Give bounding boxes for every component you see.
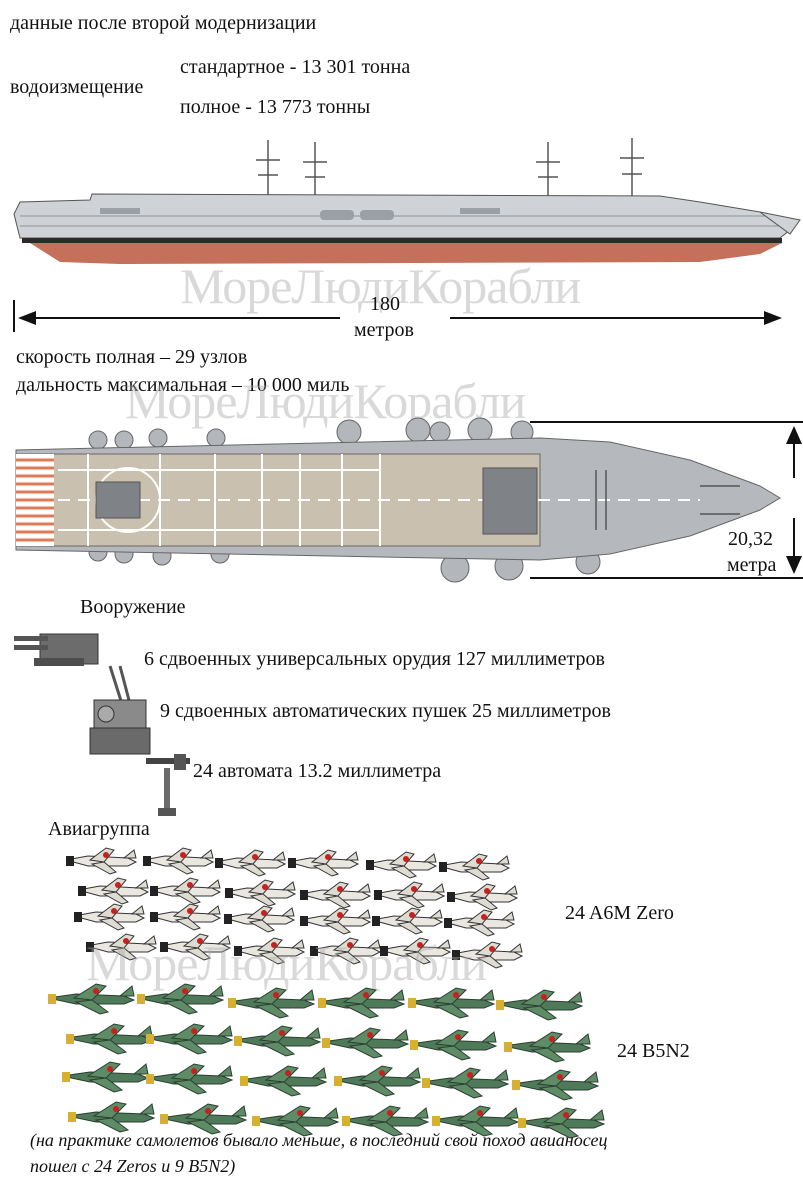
bombers-count: 24 B5N2 bbox=[617, 1040, 690, 1062]
length-arrow bbox=[13, 300, 782, 332]
airgroup-heading: Авиагруппа bbox=[48, 818, 150, 840]
beam-unit: метра bbox=[727, 554, 777, 576]
twin-25mm-aa-gun-icon bbox=[89, 665, 151, 755]
twin-127mm-gun-icon bbox=[14, 633, 99, 666]
displacement-full: полное - 13 773 тонны bbox=[180, 96, 371, 118]
zero-fighters-group bbox=[65, 847, 523, 969]
displacement-standard: стандартное - 13 301 тонна bbox=[180, 56, 411, 78]
length-value: 180 bbox=[370, 293, 400, 315]
b5n2-torpedo-bombers-group bbox=[47, 983, 605, 1139]
fighters-count: 24 A6M Zero bbox=[565, 902, 674, 924]
13mm-machine-gun-icon bbox=[146, 754, 190, 816]
armament-item-3: 24 автомата 13.2 миллиметра bbox=[193, 760, 442, 782]
armament-heading: Вооружение bbox=[80, 596, 186, 618]
airgroup-note-line2: пошел с 24 Zeros и 9 B5N2) bbox=[30, 1156, 236, 1176]
carrier-deck-plan bbox=[15, 417, 781, 583]
range-text: дальность максимальная – 10 000 миль bbox=[16, 374, 350, 396]
beam-value: 20,32 bbox=[728, 528, 773, 550]
armament-item-1: 6 сдвоенных универсальных орудия 127 мил… bbox=[144, 648, 605, 670]
page-title: данные после второй модернизации bbox=[10, 12, 317, 34]
speed-text: скорость полная – 29 узлов bbox=[16, 346, 248, 368]
armament-item-2: 9 сдвоенных автоматических пушек 25 милл… bbox=[160, 700, 611, 722]
carrier-side-profile bbox=[13, 138, 801, 264]
displacement-label: водоизмещение bbox=[10, 76, 144, 98]
length-unit: метров bbox=[354, 319, 414, 341]
beam-arrow bbox=[530, 421, 803, 579]
airgroup-note-line1: (на практике самолетов бывало меньше, в … bbox=[30, 1130, 608, 1150]
